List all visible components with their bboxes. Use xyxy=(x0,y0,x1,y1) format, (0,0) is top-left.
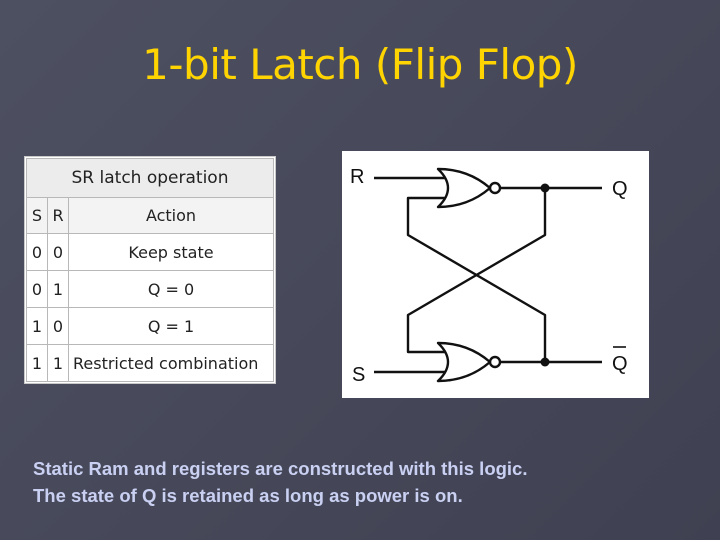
nor-bubble-bottom xyxy=(488,355,502,369)
slide-title: 1-bit Latch (Flip Flop) xyxy=(142,40,578,89)
cell-r: 1 xyxy=(47,270,69,308)
label-r: R xyxy=(350,166,364,188)
junction-dot-bottom xyxy=(540,357,550,367)
nor-bubble-top xyxy=(488,181,502,195)
cell-action: Restricted combination xyxy=(68,344,274,382)
cell-action: Q = 1 xyxy=(68,307,274,345)
footer-line: Static Ram and registers are constructed… xyxy=(33,458,528,479)
table-row: 0 1 Q = 0 xyxy=(26,270,274,308)
footer-line: The state of Q is retained as long as po… xyxy=(33,485,463,506)
cell-action: Keep state xyxy=(68,233,274,271)
junction-dot-top xyxy=(540,183,550,193)
cell-s: 1 xyxy=(26,344,48,382)
table-row: 1 1 Restricted combination xyxy=(26,344,274,382)
label-s: S xyxy=(352,364,365,386)
sr-latch-table: SR latch operation S R Action 0 0 Keep s… xyxy=(26,158,274,382)
cell-s: 1 xyxy=(26,307,48,345)
table-caption: SR latch operation xyxy=(26,158,274,198)
cell-s: 0 xyxy=(26,233,48,271)
header-r: R xyxy=(47,197,69,234)
header-s: S xyxy=(26,197,48,234)
slide-footer-text: Static Ram and registers are constructed… xyxy=(33,455,713,509)
cell-action: Q = 0 xyxy=(68,270,274,308)
cell-r: 0 xyxy=(47,307,69,345)
label-q: Q xyxy=(612,178,628,200)
sr-latch-diagram: R S Q Q xyxy=(342,151,649,398)
wire-feedback-q xyxy=(406,188,547,354)
wire-feedback-qbar xyxy=(406,196,547,362)
header-action: Action xyxy=(68,197,274,234)
table-row: 1 0 Q = 1 xyxy=(26,307,274,345)
nor-latch-circuit: R S Q Q xyxy=(350,166,628,386)
sr-latch-table-panel: SR latch operation S R Action 0 0 Keep s… xyxy=(24,156,276,384)
label-q-bar: Q xyxy=(612,353,628,375)
cell-r: 1 xyxy=(47,344,69,382)
cell-r: 0 xyxy=(47,233,69,271)
table-row: 0 0 Keep state xyxy=(26,233,274,271)
nor-gate-bottom xyxy=(436,341,492,383)
nor-gate-top xyxy=(436,167,492,209)
cell-s: 0 xyxy=(26,270,48,308)
